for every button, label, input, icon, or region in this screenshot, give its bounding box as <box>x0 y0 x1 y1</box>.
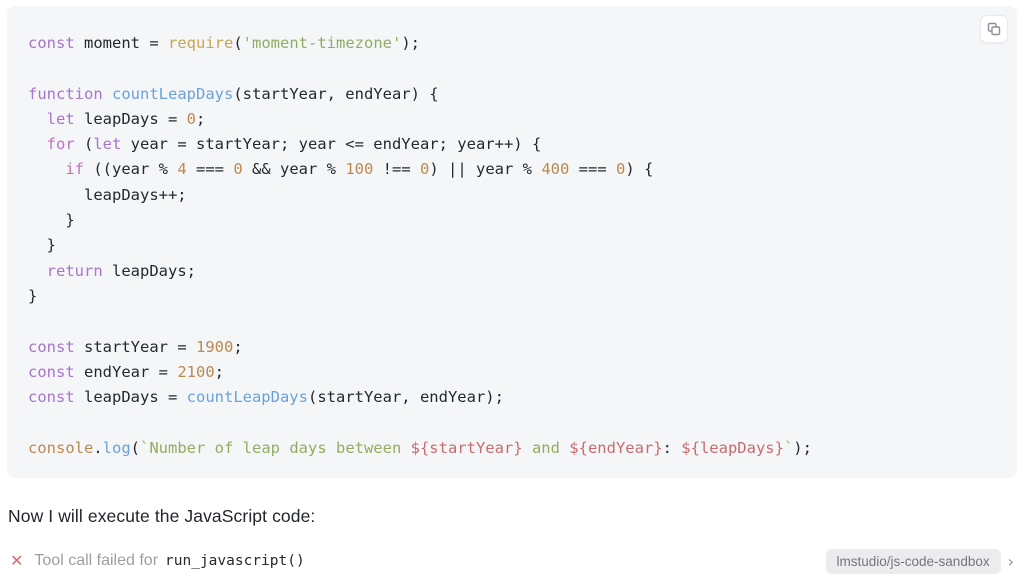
code-line: } <box>28 236 56 255</box>
error-x-icon: ✕ <box>10 551 24 570</box>
code-block: const moment = require('moment-timezone'… <box>7 6 1017 478</box>
code-line: } <box>28 286 38 305</box>
code-lines: const moment = require('moment-timezone'… <box>28 31 997 461</box>
code-line: const moment = require('moment-timezone'… <box>28 34 420 52</box>
code-line: if ((year % 4 === 0 && year % 100 !== 0)… <box>65 160 654 179</box>
assistant-message: Now I will execute the JavaScript code: <box>8 506 316 526</box>
code-line: } <box>28 211 75 230</box>
code-line <box>28 56 997 81</box>
copy-icon <box>987 22 1001 36</box>
code-line <box>28 309 997 334</box>
tool-call-row[interactable]: ✕ Tool call failed for run_javascript() … <box>10 546 1018 576</box>
code-line: const leapDays = countLeapDays(startYear… <box>28 388 504 407</box>
code-line: const startYear = 1900; <box>28 337 243 356</box>
code-line: return leapDays; <box>46 261 196 280</box>
code-line <box>28 410 997 435</box>
code-line: leapDays++; <box>28 185 187 204</box>
tool-provider-badge[interactable]: lmstudio/js-code-sandbox <box>825 548 1001 574</box>
code-line: function countLeapDays(startYear, endYea… <box>28 84 439 103</box>
tool-call-status-text: Tool call failed for <box>34 552 159 569</box>
code-line: const endYear = 2100; <box>28 362 224 381</box>
chevron-right-icon: › <box>1007 551 1014 571</box>
copy-button[interactable] <box>980 15 1008 43</box>
code-line: console.log(`Number of leap days between… <box>28 438 812 457</box>
code-line: for (let year = startYear; year <= endYe… <box>46 135 542 154</box>
code-line: let leapDays = 0; <box>46 109 206 128</box>
tool-call-function-name: run_javascript() <box>165 553 305 569</box>
